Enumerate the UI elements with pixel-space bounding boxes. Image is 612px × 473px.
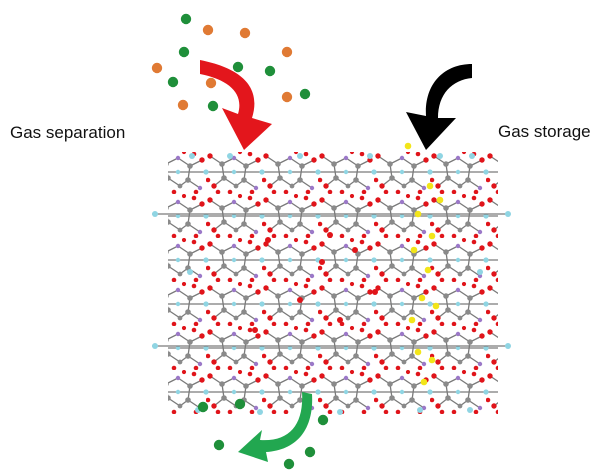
separated-gas-molecules [197, 398, 329, 470]
gas-mixture-molecules [151, 13, 311, 112]
gas-separation-label: Gas separation [10, 123, 126, 142]
mof-framework [152, 152, 511, 415]
curved-arrow-black-icon [406, 64, 472, 150]
curved-arrow-green-icon [238, 392, 313, 462]
gas-storage-label: Gas storage [498, 122, 591, 141]
curved-arrow-red-icon [200, 60, 272, 150]
stored-gas-molecules [404, 142, 444, 386]
